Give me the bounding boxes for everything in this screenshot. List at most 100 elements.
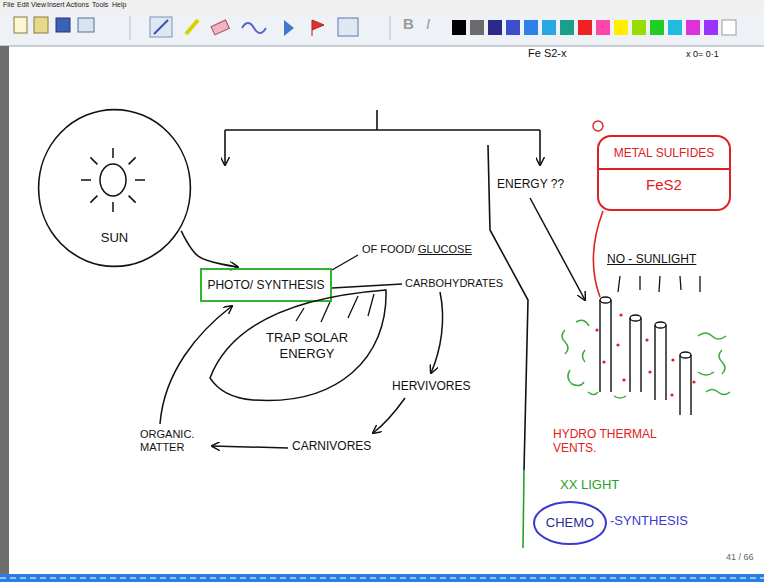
node-label: CHEMO (546, 515, 594, 531)
color-swatch (470, 20, 484, 35)
squiggle (719, 350, 725, 374)
color-swatch (614, 20, 628, 35)
color-swatch (560, 20, 574, 35)
menu-item: Edit (17, 1, 29, 9)
process-circle: CHEMO (532, 500, 608, 546)
menu-item: Actions (66, 1, 89, 9)
light-rays (618, 276, 700, 292)
pen-icon (154, 20, 168, 34)
hydrothermal-vents (600, 297, 691, 415)
eraser-icon (211, 20, 229, 35)
dot (619, 313, 622, 316)
cycle-arrow (373, 398, 405, 433)
outline (534, 502, 606, 544)
vent-opening (655, 322, 666, 328)
mineral-box: METAL SULFIDESFeS2 (597, 135, 731, 211)
chain-step: ORGANIC. MATTER (140, 428, 202, 453)
color-swatch (596, 20, 610, 35)
formula-note: x 0= 0·1 (686, 49, 719, 59)
sun-rays (81, 148, 145, 212)
dot (648, 370, 651, 373)
leader-line (332, 284, 402, 288)
split-bracket (225, 110, 540, 130)
vent-opening (600, 297, 611, 303)
node-label: FeS2 (599, 170, 729, 200)
dot (602, 360, 605, 363)
italic-button: I (426, 15, 430, 32)
outline (39, 110, 191, 267)
color-swatch (488, 20, 502, 35)
menu-item: File (3, 1, 14, 9)
toolbar-icon (56, 18, 70, 32)
leader-line (594, 211, 603, 297)
annotation: OF FOOD/ (362, 243, 415, 256)
mineral-dots (595, 313, 695, 396)
pan-icon (284, 20, 294, 36)
squiggle (562, 330, 568, 354)
dot (670, 393, 673, 396)
toolbar-icon (34, 17, 48, 33)
annotation: NO - SUNLIGHT (607, 253, 696, 267)
dot (645, 338, 648, 341)
cycle-arrow (212, 446, 288, 448)
menu-item: Help (112, 1, 126, 9)
chain-step: CARBOHYDRATES (405, 277, 503, 290)
leader-line (332, 255, 358, 270)
color-swatch (722, 20, 736, 35)
vent-chimney (600, 300, 691, 415)
node-label: METAL SULFIDES (599, 137, 729, 170)
toolbar (0, 12, 764, 46)
squiggle (568, 370, 584, 386)
color-swatch (668, 20, 682, 35)
squiggle (588, 392, 598, 395)
mark-circle (593, 121, 603, 131)
page-margin (0, 46, 9, 574)
color-swatch (542, 20, 556, 35)
page-number: 41 / 66 (726, 552, 754, 562)
toolbar-icon (14, 17, 27, 33)
menu-item: View (31, 1, 46, 9)
divider-line (523, 470, 524, 548)
node-label: TRAP SOLAR ENERGY (263, 330, 351, 361)
squiggle (583, 350, 586, 362)
color-swatch (632, 20, 646, 35)
dot (616, 343, 619, 346)
chain-step: CARNIVORES (292, 440, 371, 454)
toolbar-separator (130, 16, 131, 40)
color-swatch (686, 20, 700, 35)
annotation: XX LIGHT (560, 478, 619, 493)
leaf-veins (296, 294, 374, 322)
sun-disc (100, 164, 126, 196)
annotation: GLUCOSE (418, 243, 472, 256)
highlighter-icon (186, 20, 198, 34)
divider-line (488, 145, 528, 470)
squiggle (614, 396, 626, 398)
color-swatch (452, 20, 466, 35)
node-label: SUN (101, 230, 128, 246)
toolbar-separator (390, 16, 391, 40)
status-bar-pattern (0, 577, 764, 579)
color-swatch (578, 20, 592, 35)
toolbar-border (0, 46, 764, 47)
color-palette (452, 20, 736, 35)
process-box: PHOTO/ SYNTHESIS (200, 268, 332, 302)
menu-item: Tools (92, 1, 108, 9)
squiggle (706, 390, 730, 395)
menu-bar (0, 0, 764, 12)
flag-icon (312, 20, 324, 36)
vent-label: HYDRO THERMAL VENTS. (553, 428, 683, 456)
dot (692, 380, 695, 383)
squiggle (698, 372, 714, 375)
squiggle (698, 333, 726, 339)
microbe-squiggles (562, 320, 730, 398)
color-swatch (524, 20, 538, 35)
dot (595, 328, 598, 331)
chain-step: HERVIVORES (392, 380, 470, 394)
node-label: PHOTO/ SYNTHESIS (207, 278, 324, 292)
formula-note: Fe S2-x (528, 47, 567, 60)
bracket-arrow (539, 130, 541, 165)
connector-arrow (181, 231, 238, 267)
vent-opening (630, 315, 641, 321)
color-swatch (650, 20, 664, 35)
